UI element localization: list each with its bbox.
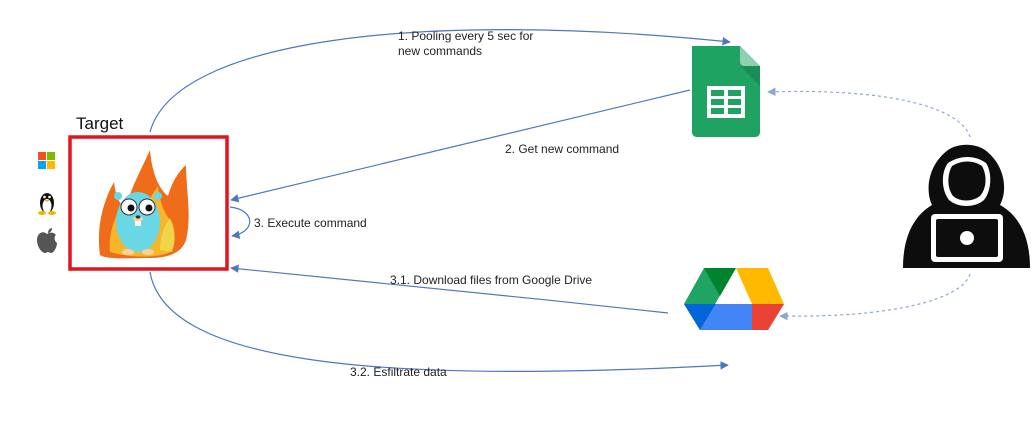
- arrow-attacker-to-drive: [779, 273, 971, 321]
- arrow-get-command: [230, 89, 691, 203]
- label-execute: 3. Execute command: [254, 216, 367, 230]
- arrow-execute: [229, 206, 251, 239]
- apple-icon: [37, 228, 57, 253]
- google-drive-icon: [684, 268, 784, 330]
- arrow-download: [230, 264, 669, 314]
- target-title: Target: [76, 114, 124, 133]
- label-exfiltrate: 3.2. Esfiltrate data: [350, 365, 447, 379]
- label-get-command: 2. Get new command: [505, 142, 619, 156]
- linux-icon: [38, 193, 56, 215]
- google-sheets-icon: [692, 46, 760, 137]
- hooded-hacker-icon: [903, 144, 1030, 268]
- windows-icon: [38, 152, 55, 169]
- label-download: 3.1. Download files from Google Drive: [390, 273, 592, 287]
- arrow-pooling: [149, 29, 731, 133]
- gopher-mascot-icon: [98, 150, 189, 259]
- arrow-attacker-to-sheets: [767, 87, 971, 138]
- label-pooling-line1: 1. Pooling every 5 sec for: [398, 29, 533, 43]
- label-pooling-line2: new commands: [398, 44, 482, 58]
- arrow-exfiltrate: [149, 271, 729, 373]
